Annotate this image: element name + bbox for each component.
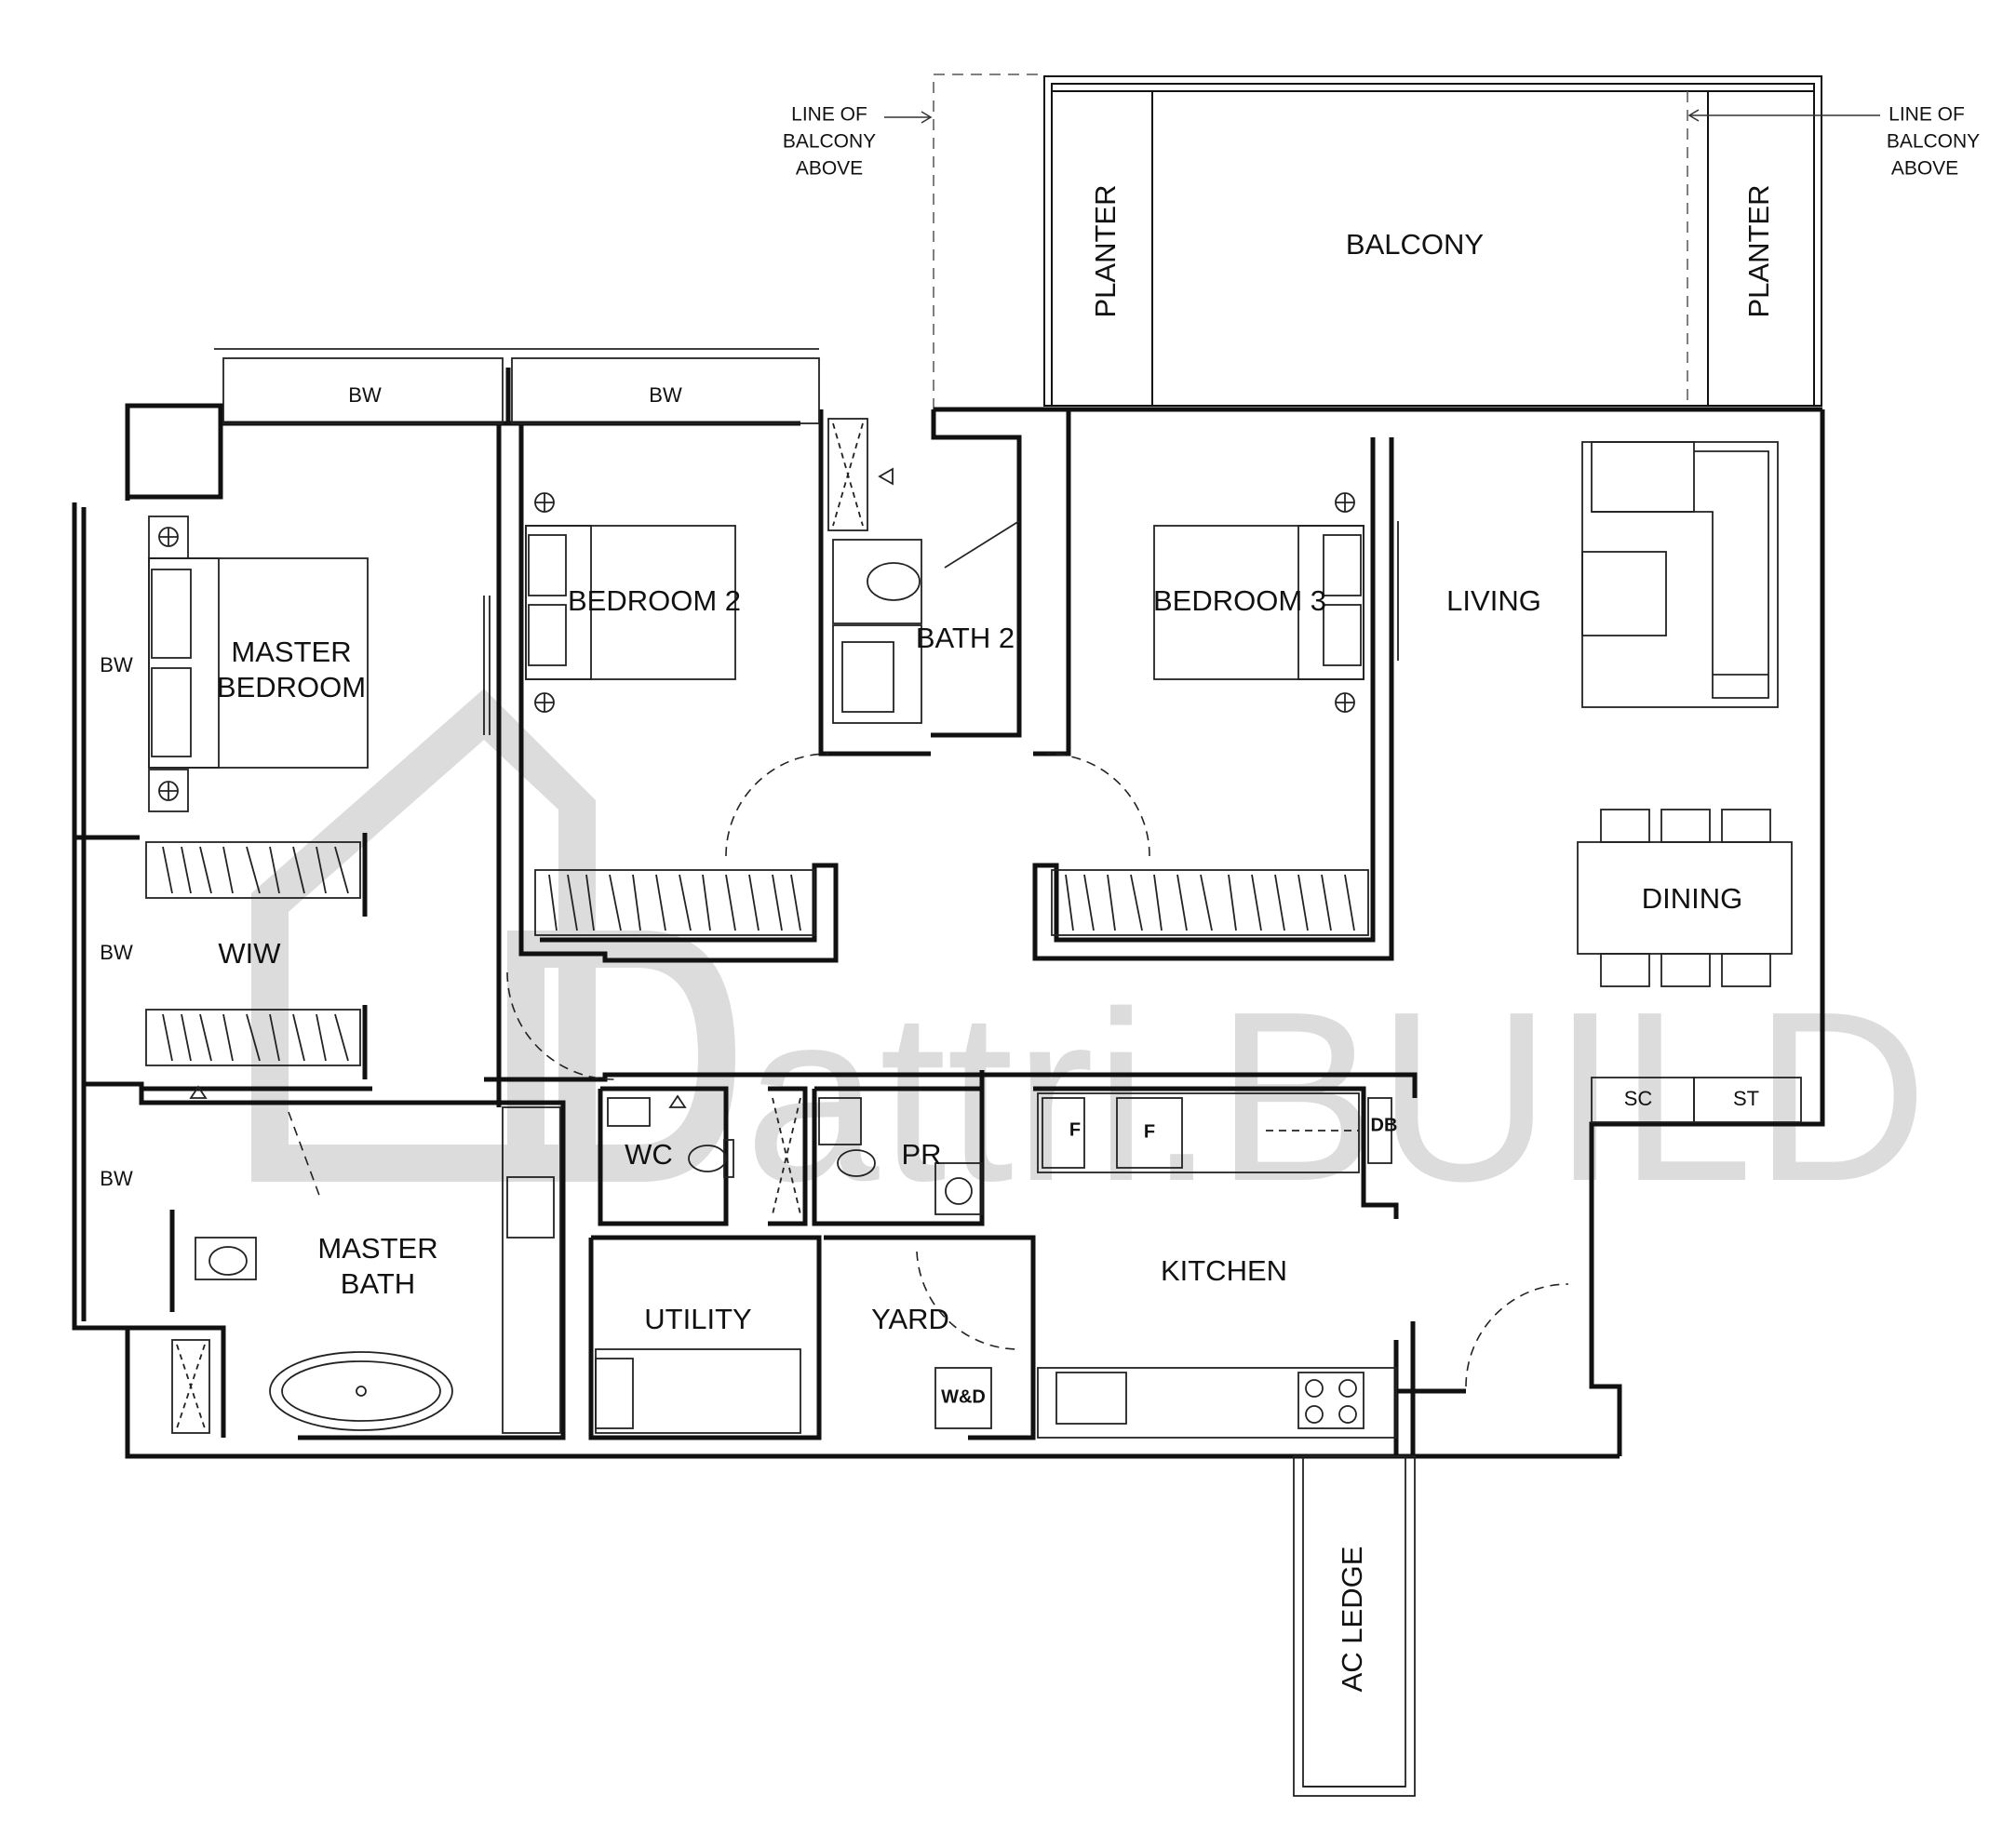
note-right-line-3: ABOVE <box>1891 158 1958 180</box>
label-master-bath-1: MASTER <box>317 1232 437 1265</box>
label-bedroom-2: BEDROOM 2 <box>568 584 741 617</box>
balcony-line-above <box>933 74 1688 409</box>
label-bath-2: BATH 2 <box>916 622 1015 654</box>
note-right-line-1: LINE OF <box>1889 104 1965 126</box>
note-left-line-3: ABOVE <box>796 158 863 180</box>
label-fridge-1: F <box>1069 1119 1081 1140</box>
label-master-bedroom-2: BEDROOM <box>217 671 366 703</box>
label-planter-right: PLANTER <box>1742 185 1775 318</box>
note-left-line-1: LINE OF <box>791 104 867 126</box>
label-bw-left-3: BW <box>100 1167 133 1190</box>
label-master-bath-2: BATH <box>341 1267 415 1300</box>
label-kitchen: KITCHEN <box>1161 1254 1287 1287</box>
note-right-line-2: BALCONY <box>1887 131 1980 153</box>
room-labels: BALCONY PLANTER PLANTER MASTER BEDROOM B… <box>217 185 1775 1693</box>
label-living: LIVING <box>1446 584 1541 617</box>
label-fridge-2: F <box>1144 1121 1155 1142</box>
note-arrows <box>884 109 1880 124</box>
watermark-text: attri.BUILD <box>745 962 1928 1232</box>
label-sc: SC <box>1624 1087 1653 1110</box>
label-st: ST <box>1733 1087 1759 1110</box>
balcony-note-left: LINE OF BALCONY ABOVE <box>783 104 876 180</box>
label-bw-top-left: BW <box>348 383 382 407</box>
label-utility: UTILITY <box>644 1303 751 1335</box>
balcony-note-right: LINE OF BALCONY ABOVE <box>1887 104 1980 180</box>
label-bedroom-3: BEDROOM 3 <box>1153 584 1326 617</box>
note-left-line-2: BALCONY <box>783 131 876 153</box>
fixture-labels: BW BW BW BW BW SC ST F F DB W&D <box>100 383 1759 1407</box>
label-bw-top-right: BW <box>649 383 682 407</box>
label-db: DB <box>1371 1115 1398 1135</box>
label-bw-left-2: BW <box>100 941 133 964</box>
fixtures <box>145 348 1802 1797</box>
walls <box>72 368 1825 1459</box>
label-pr: PR <box>901 1138 941 1171</box>
label-yard: YARD <box>871 1303 949 1335</box>
label-wiw: WIW <box>218 937 281 970</box>
watermark-d-glyph <box>507 931 735 1182</box>
label-wd: W&D <box>941 1386 986 1407</box>
label-planter-left: PLANTER <box>1089 185 1122 318</box>
label-ac-ledge: AC LEDGE <box>1336 1547 1368 1693</box>
door-swings <box>288 753 1569 1387</box>
label-bw-left-1: BW <box>100 653 133 676</box>
label-balcony: BALCONY <box>1346 228 1484 261</box>
label-master-bedroom-1: MASTER <box>231 636 351 668</box>
label-wc: WC <box>625 1138 673 1171</box>
label-dining: DINING <box>1642 882 1743 915</box>
